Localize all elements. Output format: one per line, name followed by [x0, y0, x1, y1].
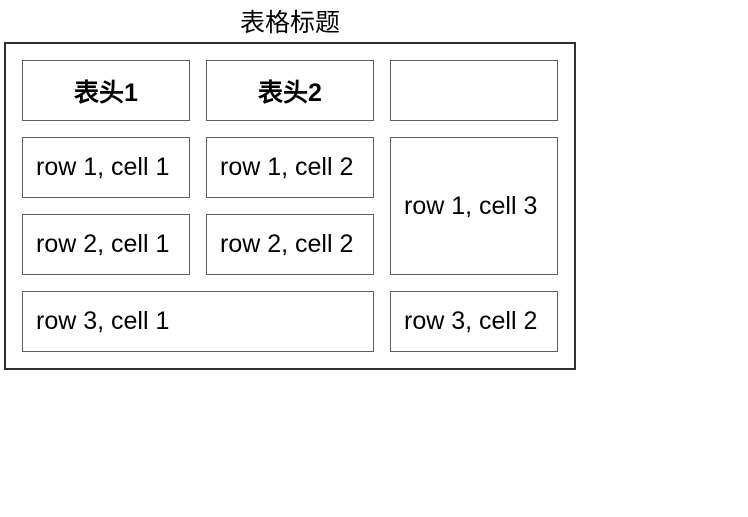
table-row-3: row 3, cell 1 row 3, cell 2	[22, 291, 558, 352]
table-cell-r3c2: row 3, cell 2	[390, 291, 558, 352]
table-cell-r1c2: row 1, cell 2	[206, 137, 374, 198]
table-cell-r2c2: row 2, cell 2	[206, 214, 374, 275]
table-caption: 表格标题	[239, 9, 340, 37]
table-cell-r1c1: row 1, cell 1	[22, 137, 190, 198]
table-cell-r1c3-rowspan: row 1, cell 3	[390, 137, 558, 275]
page: 表格标题 表头1 表头2 row 1, cell 1 row 1, cell 2…	[4, 3, 576, 370]
header-cell-empty	[390, 60, 558, 121]
table-cell-r2c1: row 2, cell 1	[22, 214, 190, 275]
header-cell-2: 表头2	[206, 60, 374, 121]
table-row-1: row 1, cell 1 row 1, cell 2 row 1, cell …	[22, 137, 558, 275]
table-row-2: row 2, cell 1 row 2, cell 2	[22, 214, 558, 275]
header-row: 表头1 表头2	[22, 60, 558, 121]
demo-table: 表格标题 表头1 表头2 row 1, cell 1 row 1, cell 2…	[4, 3, 576, 370]
header-cell-1: 表头1	[22, 60, 190, 121]
table-cell-r3c1-colspan: row 3, cell 1	[22, 291, 374, 352]
